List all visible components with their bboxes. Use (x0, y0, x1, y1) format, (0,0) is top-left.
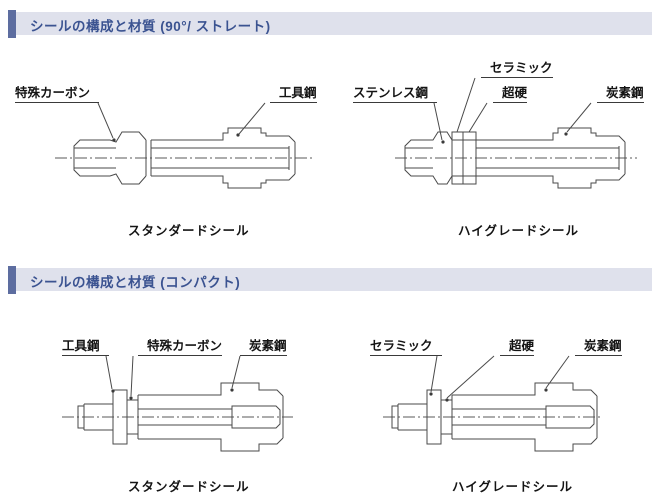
leader-dot (129, 396, 133, 400)
leader-lines (433, 77, 592, 144)
section-header-straight: シールの構成と材質 (90°/ ストレート) (8, 10, 652, 38)
part-label-carbon-steel: 炭素鋼 (240, 339, 287, 356)
part-label-special-carbon: 特殊カーボン (138, 339, 223, 356)
header-band (8, 12, 652, 35)
part-label-carbon-steel: 炭素鋼 (575, 339, 622, 356)
leader-lines (429, 355, 570, 402)
leader-dot (564, 132, 568, 136)
diagram-standard-seal-compact: 工具鋼 特殊カーボン 炭素鋼 (35, 332, 335, 472)
leader-dot (445, 398, 449, 402)
header-band (8, 268, 652, 291)
seal-drawing (55, 102, 313, 189)
header-accent-bar (8, 266, 16, 294)
part-label-carbon-steel: 炭素鋼 (597, 86, 644, 103)
part-label-special-carbon: 特殊カーボン (15, 86, 100, 103)
seal-outline (73, 127, 296, 189)
leader-dot (230, 388, 234, 392)
seal-outline (77, 382, 284, 452)
leader-dot (429, 392, 433, 396)
leader-dot (112, 138, 116, 142)
leader-lines (97, 102, 266, 142)
caption-standard-seal-straight: スタンダードシール (128, 224, 250, 238)
seal-outline (391, 382, 598, 452)
part-label-ceramic: セラミック (481, 61, 553, 78)
seal-drawing (395, 77, 637, 189)
seal-drawing (383, 355, 602, 452)
part-label-stainless-steel: ステンレス鋼 (353, 86, 438, 103)
header-accent-bar (8, 10, 16, 38)
section-title: シールの構成と材質 (コンパクト) (30, 275, 241, 290)
leader-dot (236, 133, 240, 137)
caption-highgrade-seal-straight: ハイグレードシール (458, 224, 580, 238)
seal-drawing (62, 355, 293, 452)
part-label-ceramic: セラミック (370, 339, 442, 356)
leader-dot (111, 389, 115, 393)
leader-dot (441, 140, 445, 144)
diagram-highgrade-seal-straight: セラミック ステンレス鋼 超硬 炭素鋼 (335, 52, 650, 212)
diagram-highgrade-seal-compact: セラミック 超硬 炭素鋼 (340, 332, 650, 472)
diagram-standard-seal-straight: 特殊カーボン 工具鋼 (5, 52, 325, 212)
section-header-compact: シールの構成と材質 (コンパクト) (8, 266, 652, 294)
leader-lines (105, 355, 241, 400)
part-label-tool-steel: 工具鋼 (62, 339, 109, 356)
part-label-carbide: 超硬 (493, 86, 528, 103)
section-title: シールの構成と材質 (90°/ ストレート) (30, 19, 271, 34)
part-label-tool-steel: 工具鋼 (270, 86, 317, 103)
part-label-carbide: 超硬 (500, 339, 535, 356)
caption-standard-seal-compact: スタンダードシール (128, 480, 250, 494)
caption-highgrade-seal-compact: ハイグレードシール (452, 480, 574, 494)
leader-dot (544, 388, 548, 392)
seal-outline (404, 127, 626, 189)
